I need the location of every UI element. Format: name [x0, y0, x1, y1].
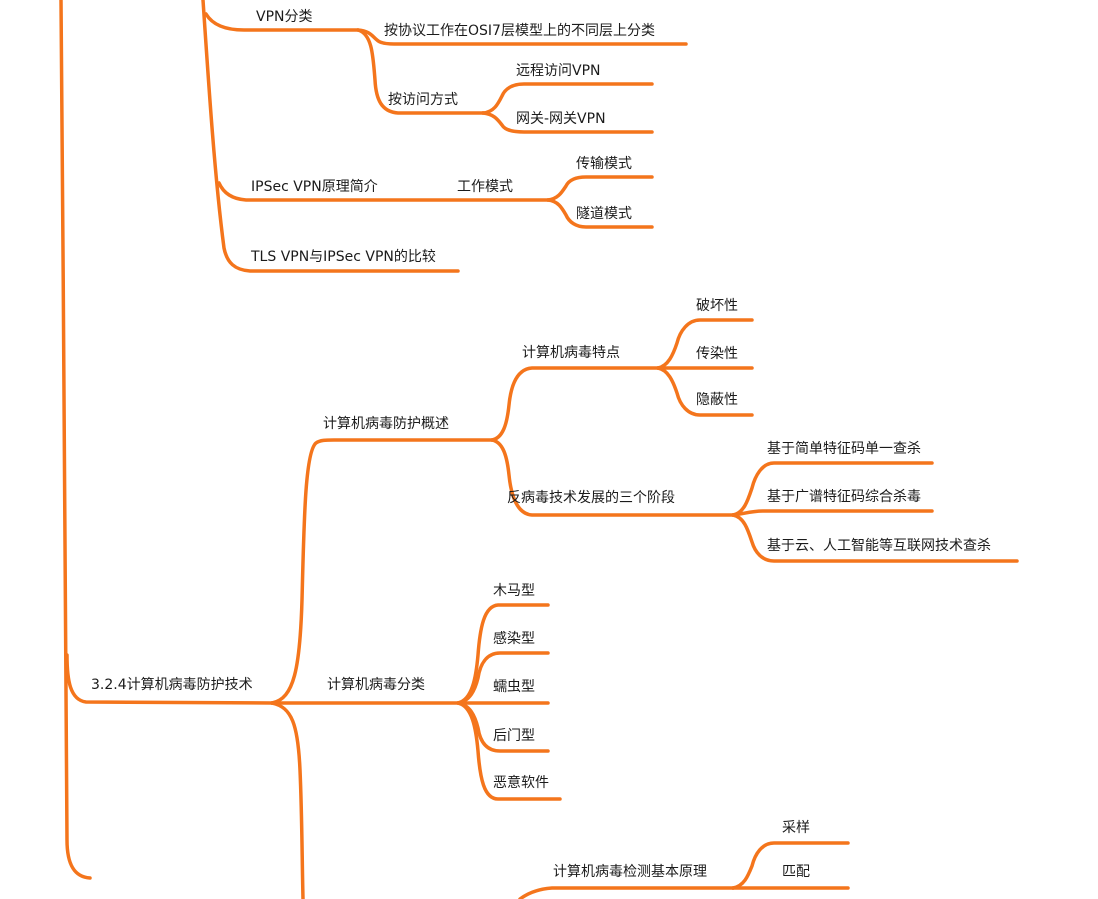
- node-tls-vs-ipsec[interactable]: TLS VPN与IPSec VPN的比较: [251, 249, 436, 265]
- edge-stage-broad: [731, 509, 934, 517]
- edge-vpn-access: [356, 28, 485, 115]
- edge-transport-mode: [546, 175, 654, 202]
- node-trojan[interactable]: 木马型: [493, 583, 535, 599]
- node-transport-mode[interactable]: 传输模式: [576, 156, 632, 172]
- node-antivirus-stages[interactable]: 反病毒技术发展的三个阶段: [507, 490, 675, 506]
- node-stage-simple[interactable]: 基于简单特征码单一查杀: [767, 441, 921, 457]
- edge-infect-type: [456, 651, 550, 705]
- node-remote-vpn[interactable]: 远程访问VPN: [516, 63, 601, 79]
- node-stealthy[interactable]: 隐蔽性: [696, 392, 738, 408]
- node-section-324[interactable]: 3.2.4计算机病毒防护技术: [91, 677, 253, 693]
- edge-stealthy: [656, 366, 754, 417]
- edge-vpn-spine: [201, 0, 460, 273]
- node-infectious[interactable]: 传染性: [696, 346, 738, 362]
- node-work-mode[interactable]: 工作模式: [457, 179, 513, 195]
- node-virus-detect[interactable]: 计算机病毒检测基本原理: [553, 864, 707, 880]
- node-sampling[interactable]: 采样: [782, 820, 810, 836]
- node-virus-types[interactable]: 计算机病毒分类: [327, 677, 425, 693]
- edge-stage-simple: [731, 461, 934, 517]
- node-infect-type[interactable]: 感染型: [493, 631, 535, 647]
- node-malware[interactable]: 恶意软件: [493, 775, 549, 791]
- node-vpn-access[interactable]: 按访问方式: [388, 92, 458, 108]
- edge-virus-features: [490, 366, 660, 442]
- node-worm[interactable]: 蠕虫型: [493, 679, 535, 695]
- edge-down-branch: [270, 701, 305, 899]
- node-stage-broad[interactable]: 基于广谱特征码综合杀毒: [767, 489, 921, 505]
- node-tunnel-mode[interactable]: 隧道模式: [576, 206, 632, 222]
- edge-antivirus-stages: [490, 438, 735, 517]
- node-stage-cloud[interactable]: 基于云、人工智能等互联网技术查杀: [767, 538, 991, 554]
- edge-stage-cloud: [731, 513, 1019, 563]
- edge-malware: [456, 701, 562, 801]
- node-virus-overview[interactable]: 计算机病毒防护概述: [323, 416, 449, 432]
- edge-virus-detect: [518, 886, 735, 899]
- node-virus-features[interactable]: 计算机病毒特点: [522, 345, 620, 361]
- node-vpn-class[interactable]: VPN分类: [256, 9, 313, 25]
- edge-destructive: [656, 318, 754, 370]
- edge-gateway-vpn: [481, 111, 654, 134]
- edge-vpn-protocol: [356, 28, 688, 46]
- edge-sampling: [731, 841, 850, 890]
- node-vpn-protocol[interactable]: 按协议工作在OSI7层模型上的不同层上分类: [384, 23, 655, 39]
- node-matching[interactable]: 匹配: [782, 864, 810, 880]
- node-destructive[interactable]: 破坏性: [696, 298, 738, 314]
- edge-ipsec-intro: [217, 181, 550, 202]
- edge-virus-overview: [270, 438, 494, 705]
- edge-vpn-class: [204, 12, 360, 32]
- node-gateway-vpn[interactable]: 网关-网关VPN: [516, 111, 606, 127]
- node-backdoor[interactable]: 后门型: [493, 728, 535, 744]
- edge-remote-vpn: [481, 82, 654, 115]
- node-ipsec-intro[interactable]: IPSec VPN原理简介: [251, 179, 378, 195]
- edge-section-324: [65, 653, 274, 705]
- edge-tunnel-mode: [546, 198, 654, 229]
- edge-trunk: [59, 0, 92, 880]
